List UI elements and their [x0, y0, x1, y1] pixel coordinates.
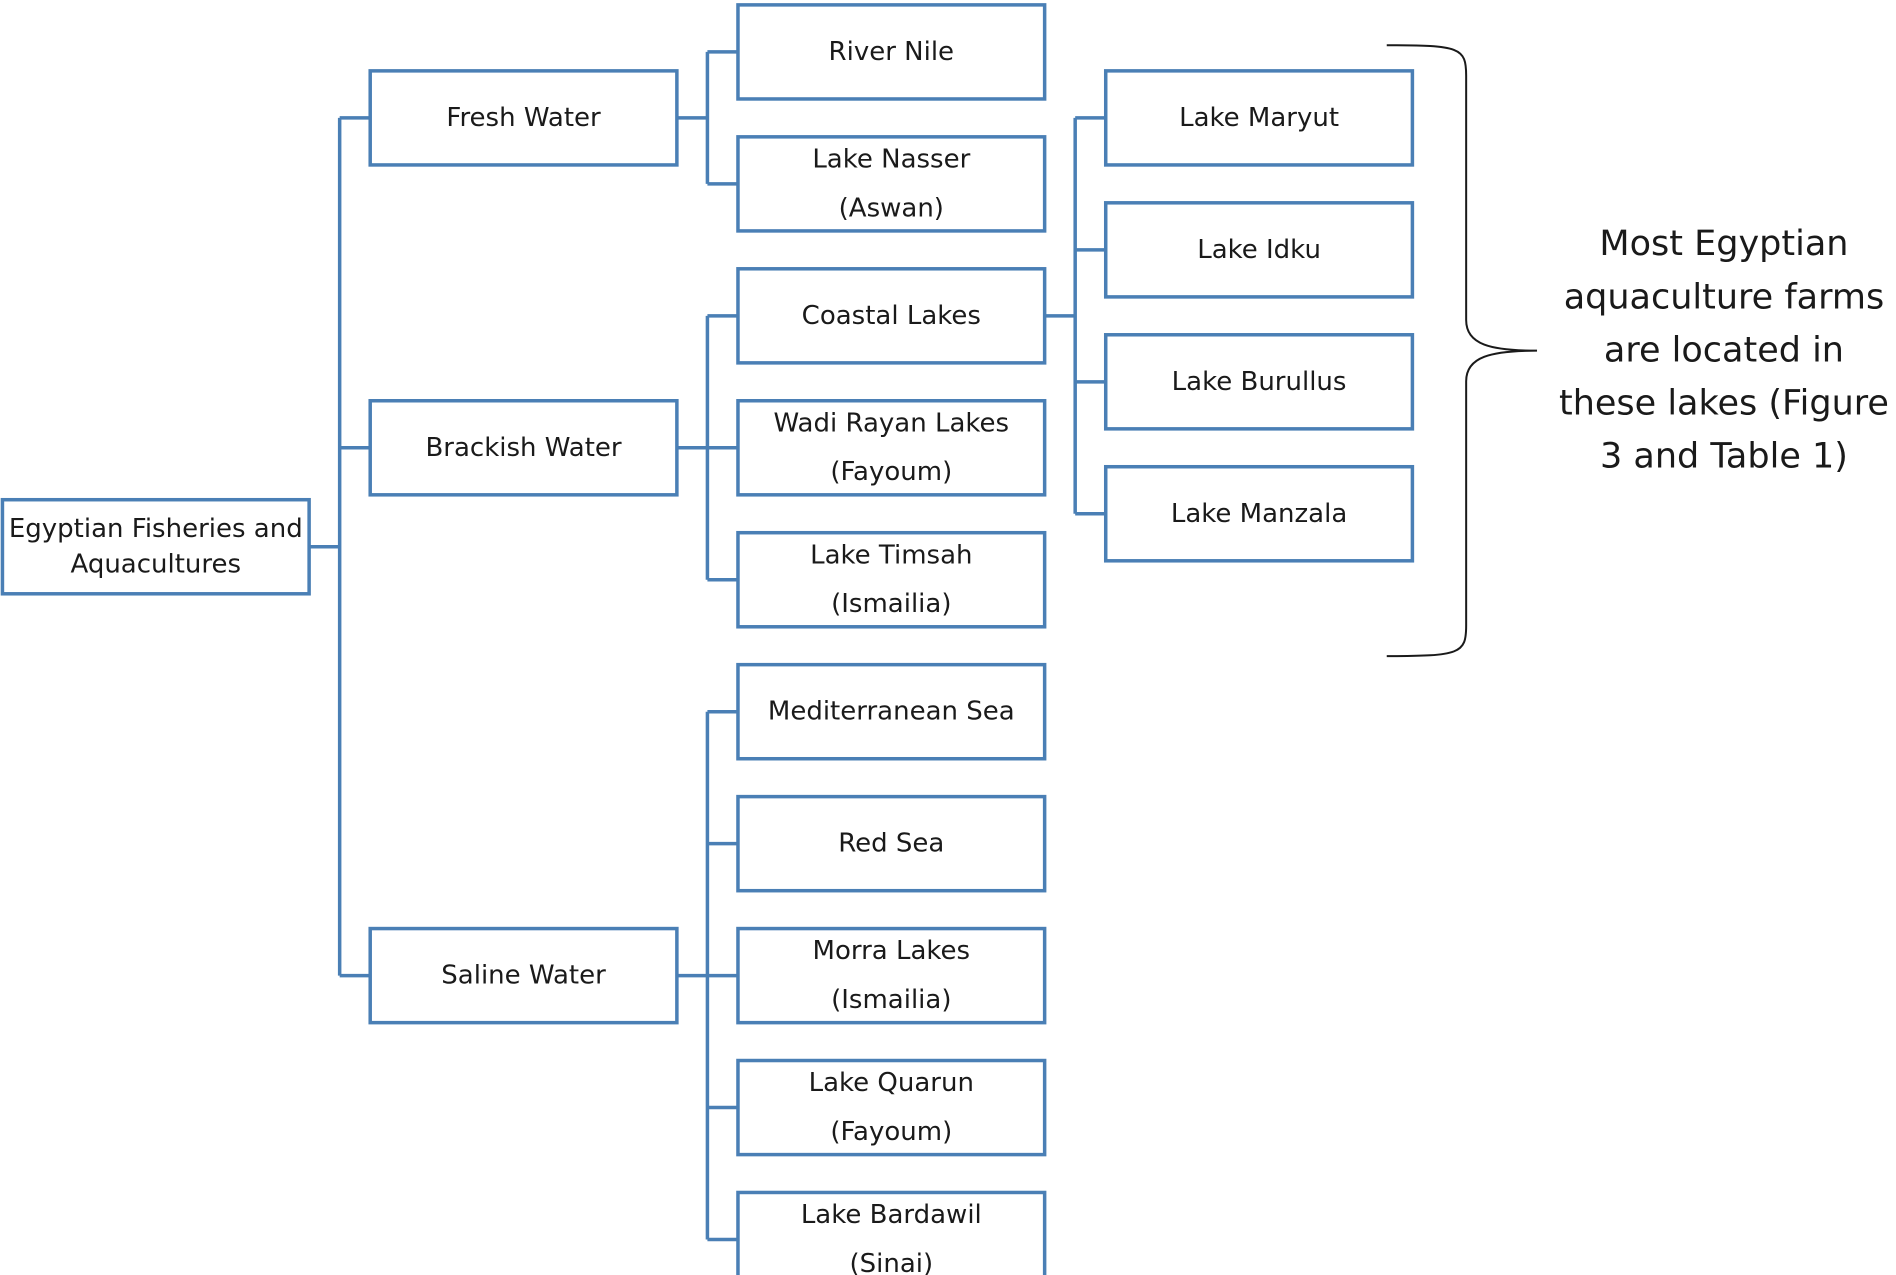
water-body-lake-quarun-label-line-1: Lake Quarun — [809, 1068, 974, 1098]
category-saline-label-line-1: Saline Water — [441, 961, 606, 991]
category-fresh-frame — [368, 69, 679, 167]
water-body-mediterranean-label-line-1: Mediterranean Sea — [768, 697, 1015, 727]
category-brackish: Brackish Water — [368, 399, 679, 497]
water-body-morra-lakes: Morra Lakes (Ismailia) — [736, 926, 1047, 1025]
coastal-lake-lake-burullus: Lake Burullus — [1103, 333, 1415, 431]
water-body-wadi-rayan: Wadi Rayan Lakes (Fayoum) — [736, 399, 1047, 497]
water-body-lake-nasser-frame — [736, 135, 1047, 233]
connector-lines — [309, 50, 1106, 1242]
annotation-note-line-5: 3 and Table 1) — [1600, 437, 1848, 477]
root-node-label-line-2: Aquacultures — [70, 549, 241, 579]
coastal-lake-lake-maryut: Lake Maryut — [1103, 69, 1415, 167]
water-body-river-nile: River Nile — [736, 3, 1047, 101]
water-body-red-sea-frame — [736, 794, 1047, 893]
water-body-lake-nasser: Lake Nasser (Aswan) — [736, 135, 1047, 233]
water-body-lake-timsah: Lake Timsah (Ismailia) — [736, 530, 1047, 629]
water-body-coastal-lakes-frame — [736, 267, 1047, 365]
water-body-wadi-rayan-label-line-2: (Fayoum) — [830, 457, 952, 487]
curly-brace — [1386, 44, 1538, 658]
category-fresh: Fresh Water — [368, 69, 679, 167]
water-body-red-sea: Red Sea — [736, 794, 1047, 893]
annotation-note-line-1: Most Egyptian — [1599, 224, 1848, 264]
coastal-lake-lake-burullus-frame — [1103, 333, 1415, 431]
water-body-morra-lakes-label-line-2: (Ismailia) — [831, 985, 951, 1015]
water-body-lake-bardawil-label-line-2: (Sinai) — [849, 1249, 933, 1275]
coastal-lake-lake-burullus-label-line-1: Lake Burullus — [1172, 367, 1347, 397]
category-saline: Saline Water — [368, 926, 679, 1025]
water-body-lake-nasser-label-line-1: Lake Nasser — [812, 144, 970, 174]
water-body-lake-quarun: Lake Quarun (Fayoum) — [736, 1058, 1047, 1157]
water-body-lake-nasser-label-line-2: (Aswan) — [839, 193, 944, 223]
water-body-morra-lakes-frame — [736, 926, 1047, 1025]
water-body-lake-quarun-label-line-2: (Fayoum) — [830, 1117, 952, 1147]
water-body-coastal-lakes-label-line-1: Coastal Lakes — [802, 301, 981, 331]
water-body-lake-timsah-frame — [736, 530, 1047, 629]
coastal-lake-lake-maryut-label-line-1: Lake Maryut — [1179, 103, 1339, 133]
coastal-lake-lake-manzala: Lake Manzala — [1103, 464, 1415, 563]
water-body-coastal-lakes: Coastal Lakes — [736, 267, 1047, 365]
coastal-lake-lake-manzala-label-line-1: Lake Manzala — [1171, 499, 1347, 529]
annotation-group: Most Egyptian aquaculture farms are locate… — [1386, 44, 1889, 658]
water-body-mediterranean-frame — [736, 662, 1047, 761]
coastal-lake-lake-idku: Lake Idku — [1103, 201, 1415, 299]
water-body-river-nile-label-line-1: River Nile — [829, 37, 955, 67]
water-body-lake-bardawil-frame — [736, 1190, 1047, 1275]
water-body-red-sea-label-line-1: Red Sea — [838, 829, 944, 859]
root-node-frame — [0, 497, 311, 596]
water-body-mediterranean: Mediterranean Sea — [736, 662, 1047, 761]
annotation-note-line-3: are located in — [1604, 330, 1844, 370]
water-body-wadi-rayan-label-line-1: Wadi Rayan Lakes — [774, 408, 1010, 438]
water-body-lake-timsah-label-line-1: Lake Timsah — [810, 540, 972, 570]
water-body-morra-lakes-label-line-1: Morra Lakes — [813, 936, 971, 966]
coastal-lake-lake-manzala-frame — [1103, 464, 1415, 563]
water-body-lake-bardawil-label-line-1: Lake Bardawil — [801, 1200, 982, 1230]
water-body-lake-timsah-label-line-2: (Ismailia) — [831, 589, 951, 619]
water-body-wadi-rayan-frame — [736, 399, 1047, 497]
annotation-note-line-2: aquaculture farms — [1564, 277, 1885, 317]
category-brackish-label-line-1: Brackish Water — [425, 433, 621, 463]
water-body-lake-bardawil: Lake Bardawil (Sinai) — [736, 1190, 1047, 1275]
coastal-lake-lake-idku-frame — [1103, 201, 1415, 299]
annotation-note: Most Egyptian aquaculture farms are locate… — [1559, 224, 1889, 477]
coastal-lake-lake-maryut-frame — [1103, 69, 1415, 167]
category-fresh-label-line-1: Fresh Water — [446, 103, 601, 133]
water-body-river-nile-frame — [736, 3, 1047, 101]
coastal-lake-lake-idku-label-line-1: Lake Idku — [1197, 235, 1321, 265]
category-saline-frame — [368, 926, 679, 1025]
annotation-note-line-4: these lakes (Figure — [1559, 384, 1889, 424]
water-body-lake-quarun-frame — [736, 1058, 1047, 1157]
category-brackish-frame — [368, 399, 679, 497]
root-node-label-line-1: Egyptian Fisheries and — [9, 514, 303, 544]
